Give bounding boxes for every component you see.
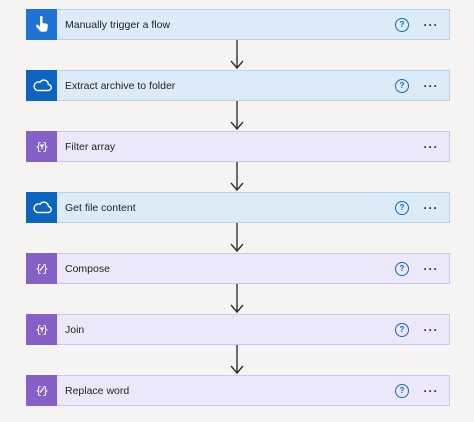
hand-touch-icon: [26, 8, 57, 40]
step-title: Replace word: [65, 384, 130, 397]
step-title: Manually trigger a flow: [65, 18, 171, 31]
more-options-icon[interactable]: ···: [423, 139, 439, 154]
cloud-icon: [26, 69, 57, 101]
arrow-down-icon: [230, 223, 244, 253]
step-extract-archive-to-folder[interactable]: Extract archive to folder ? ···: [26, 69, 450, 101]
step-join[interactable]: {} Join ? ···: [26, 313, 450, 345]
compose-braces-icon: {}: [26, 374, 57, 406]
arrow-down-icon: [230, 162, 244, 192]
help-icon[interactable]: ?: [395, 200, 409, 215]
more-options-icon[interactable]: ···: [423, 200, 439, 215]
step-manually-trigger-a-flow[interactable]: Manually trigger a flow ? ···: [26, 8, 450, 40]
help-icon[interactable]: ?: [395, 261, 409, 276]
help-icon[interactable]: ?: [395, 322, 409, 337]
filter-braces-icon: {}: [26, 130, 57, 162]
step-get-file-content[interactable]: Get file content ? ···: [26, 191, 450, 223]
help-icon[interactable]: ?: [395, 78, 409, 93]
more-options-icon[interactable]: ···: [423, 261, 439, 276]
help-icon[interactable]: ?: [395, 383, 409, 398]
more-options-icon[interactable]: ···: [423, 383, 439, 398]
arrow-down-icon: [230, 101, 244, 131]
step-title: Extract archive to folder: [65, 79, 176, 92]
compose-braces-icon: {}: [26, 252, 57, 284]
step-compose[interactable]: {} Compose ? ···: [26, 252, 450, 284]
step-replace-word[interactable]: {} Replace word ? ···: [26, 374, 450, 406]
step-title: Filter array: [65, 140, 116, 153]
help-icon[interactable]: ?: [395, 17, 409, 32]
arrow-down-icon: [230, 284, 244, 314]
step-title: Get file content: [65, 201, 136, 214]
more-options-icon[interactable]: ···: [423, 17, 439, 32]
arrow-down-icon: [230, 345, 244, 375]
filter-braces-icon: {}: [26, 313, 57, 345]
more-options-icon[interactable]: ···: [423, 322, 439, 337]
step-filter-array[interactable]: {} Filter array ···: [26, 130, 450, 162]
step-title: Join: [65, 323, 85, 336]
step-title: Compose: [65, 262, 110, 275]
more-options-icon[interactable]: ···: [423, 78, 439, 93]
cloud-icon: [26, 191, 57, 223]
arrow-down-icon: [230, 40, 244, 70]
